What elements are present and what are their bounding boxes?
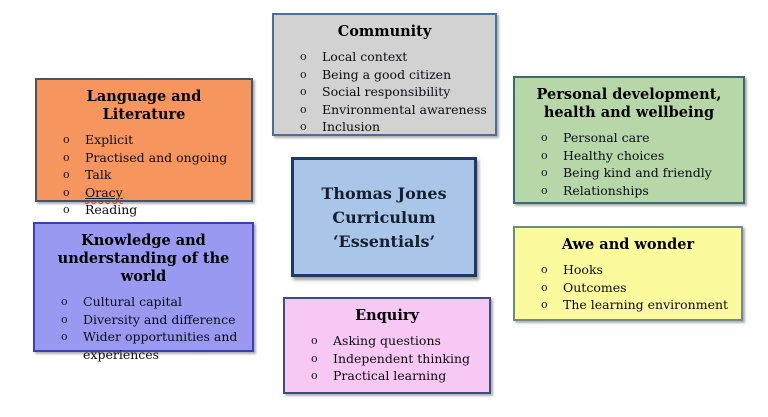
list-item-text: Hooks — [563, 262, 603, 278]
circle-bullet-icon: o — [311, 334, 318, 348]
circle-bullet-icon: o — [300, 102, 307, 116]
list-item-text: Personal care — [563, 130, 650, 146]
box-enquiry: Enquiry o Asking questions o Independent… — [283, 297, 491, 394]
circle-bullet-icon: o — [300, 67, 307, 81]
circle-bullet-icon: o — [311, 369, 318, 383]
list-item: o Diversity and difference — [61, 311, 246, 329]
list-item-text: Inclusion — [322, 119, 381, 135]
list-item: o Being a good citizen — [300, 66, 489, 84]
list-item-text: Outcomes — [563, 279, 627, 295]
list-item: o Explicit — [63, 131, 245, 149]
list-item-text: Talk — [85, 167, 112, 183]
box-knowledge-understanding: Knowledge and understanding of the world… — [33, 222, 254, 362]
circle-bullet-icon: o — [541, 148, 548, 162]
box-enquiry-list: o Asking questions o Independent thinkin… — [291, 332, 483, 385]
list-item: o Environmental awareness — [300, 101, 489, 119]
list-item: o Practised and ongoing — [63, 149, 245, 167]
list-item-text: Being a good citizen — [322, 66, 452, 82]
circle-bullet-icon: o — [300, 85, 307, 99]
list-item-text: Being kind and friendly — [563, 165, 712, 181]
circle-bullet-icon: o — [541, 298, 548, 312]
box-community-list: o Local context o Being a good citizen o… — [280, 48, 489, 136]
diagram-central-title: Thomas Jones Curriculum ‘Essentials’ — [321, 184, 447, 251]
list-item: o Asking questions — [311, 332, 483, 350]
list-item-text: Local context — [322, 49, 408, 65]
box-enquiry-title: Enquiry — [355, 307, 419, 324]
box-community-title: Community — [337, 23, 432, 40]
list-item: o Wider opportunities and experiences — [61, 328, 246, 363]
list-item-text: Relationships — [563, 182, 649, 198]
list-item-text: Diversity and difference — [83, 311, 236, 327]
box-personal-title: Personal development, health and wellbei… — [536, 86, 722, 122]
list-item: o Hooks — [541, 261, 735, 279]
circle-bullet-icon: o — [541, 280, 548, 294]
circle-bullet-icon: o — [541, 263, 548, 277]
circle-bullet-icon: o — [63, 185, 70, 199]
list-item-text: Wider opportunities and experiences — [83, 329, 238, 362]
circle-bullet-icon: o — [541, 183, 548, 197]
circle-bullet-icon: o — [61, 295, 68, 309]
list-item-text: Practical learning — [333, 368, 447, 384]
circle-bullet-icon: o — [311, 351, 318, 365]
circle-bullet-icon: o — [61, 330, 68, 344]
list-item-text: Reading — [85, 202, 138, 218]
list-item-text: Explicit — [85, 132, 134, 148]
circle-bullet-icon: o — [541, 131, 548, 145]
list-item-text: Environmental awareness — [322, 101, 487, 117]
list-item-text: Oracy — [85, 184, 123, 202]
list-item-text: Social responsibility — [322, 84, 451, 100]
circle-bullet-icon: o — [541, 166, 548, 180]
box-knowledge-title: Knowledge and understanding of the world — [57, 232, 230, 286]
list-item-text: Healthy choices — [563, 147, 665, 163]
list-item: o Oracy — [63, 184, 245, 202]
list-item: o Local context — [300, 48, 489, 66]
list-item: o Healthy choices — [541, 147, 737, 165]
circle-bullet-icon: o — [300, 50, 307, 64]
box-awe-title: Awe and wonder — [561, 236, 695, 253]
box-center-curriculum-essentials: Thomas Jones Curriculum ‘Essentials’ — [291, 157, 477, 277]
list-item-text: Cultural capital — [83, 294, 183, 310]
list-item-text: Asking questions — [333, 333, 441, 349]
box-language-list: o Explicit o Practised and ongoing o Tal… — [43, 131, 245, 219]
list-item: o Being kind and friendly — [541, 164, 737, 182]
circle-bullet-icon: o — [300, 120, 307, 134]
list-item: o Relationships — [541, 182, 737, 200]
list-item: o Inclusion — [300, 118, 489, 136]
list-item: o Social responsibility — [300, 83, 489, 101]
list-item-text: Practised and ongoing — [85, 149, 228, 165]
box-awe-and-wonder: Awe and wonder o Hooks o Outcomes o The … — [513, 226, 743, 321]
list-item: o Reading — [63, 201, 245, 219]
list-item: o Practical learning — [311, 367, 483, 385]
box-language-title: Language and Literature — [86, 88, 202, 124]
circle-bullet-icon: o — [61, 312, 68, 326]
list-item-text: Independent thinking — [333, 350, 471, 366]
box-awe-list: o Hooks o Outcomes o The learning enviro… — [521, 261, 735, 314]
list-item: o Cultural capital — [61, 293, 246, 311]
box-personal-development: Personal development, health and wellbei… — [513, 76, 745, 204]
circle-bullet-icon: o — [63, 150, 70, 164]
box-knowledge-list: o Cultural capital o Diversity and diffe… — [41, 293, 246, 363]
circle-bullet-icon: o — [63, 133, 70, 147]
list-item: o Independent thinking — [311, 350, 483, 368]
list-item: o Outcomes — [541, 279, 735, 297]
misspelled-word: Oracy — [85, 184, 123, 200]
circle-bullet-icon: o — [63, 203, 70, 217]
list-item-text: The learning environment — [563, 297, 729, 313]
box-community: Community o Local context o Being a good… — [272, 13, 497, 136]
list-item: o Talk — [63, 166, 245, 184]
list-item: o Personal care — [541, 129, 737, 147]
box-language-and-literature: Language and Literature o Explicit o Pra… — [35, 78, 253, 217]
list-item: o The learning environment — [541, 296, 735, 314]
circle-bullet-icon: o — [63, 168, 70, 182]
box-personal-list: o Personal care o Healthy choices o Bein… — [521, 129, 737, 199]
